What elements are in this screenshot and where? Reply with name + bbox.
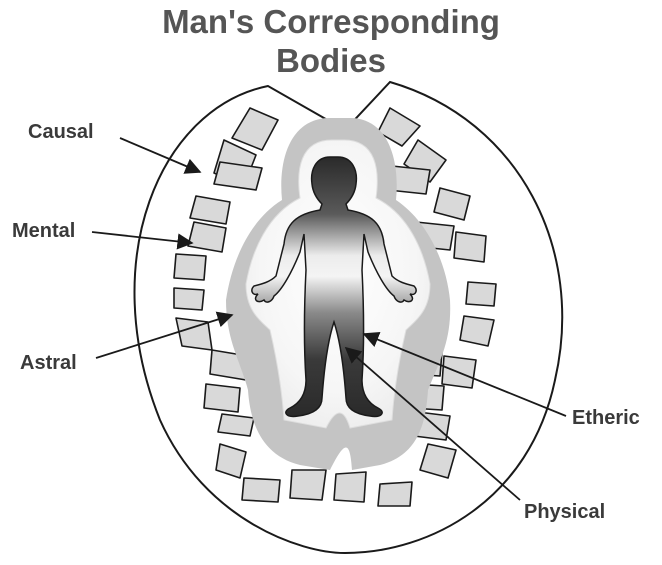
mental-block	[242, 478, 280, 502]
label-causal: Causal	[28, 121, 94, 143]
mental-block	[188, 222, 226, 252]
mental-block	[174, 254, 206, 280]
mental-block	[174, 288, 204, 310]
mental-block	[460, 316, 494, 346]
mental-block	[290, 470, 326, 500]
label-physical: Physical	[524, 501, 605, 523]
mental-block	[218, 414, 254, 436]
label-astral: Astral	[20, 352, 77, 374]
mental-block	[466, 282, 496, 306]
mental-block	[378, 482, 412, 506]
label-mental: Mental	[12, 220, 75, 242]
diagram-title-line2: Bodies	[276, 42, 386, 79]
diagram-title-line1: Man's Corresponding	[162, 3, 500, 40]
mental-block	[454, 232, 486, 262]
label-etheric: Etheric	[572, 407, 640, 429]
mental-block	[190, 196, 230, 224]
mental-block	[204, 384, 240, 412]
mental-block	[214, 162, 262, 190]
mental-block	[334, 472, 366, 502]
